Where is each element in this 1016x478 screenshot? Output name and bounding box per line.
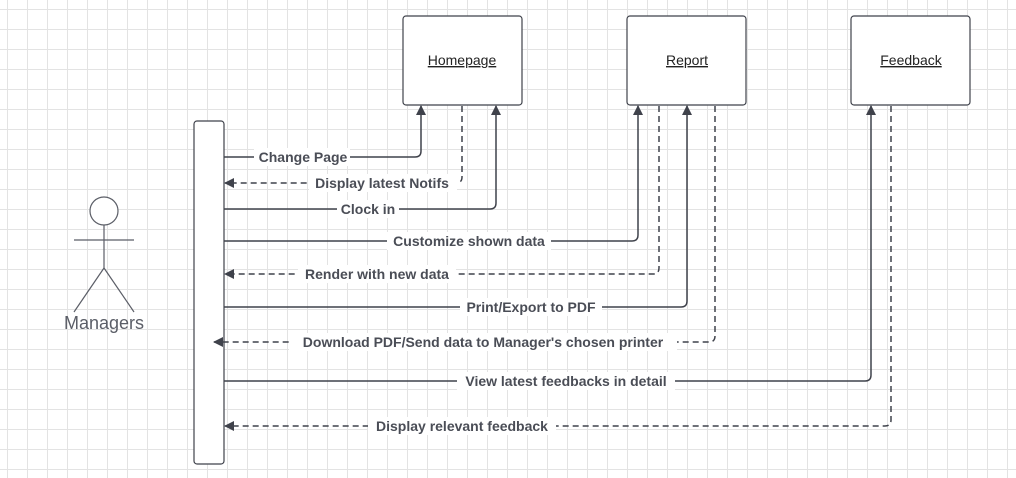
message-label: Display relevant feedback [376,418,548,434]
message-print-export-to-pdf[interactable]: Print/Export to PDF [224,105,692,316]
label-backdrop [368,417,556,435]
message-label: Change Page [259,149,348,165]
lifeline-label: Report [666,52,708,68]
message-connector [224,106,892,431]
message-connector [224,105,876,382]
message-label: Download PDF/Send data to Manager's chos… [303,334,664,350]
lifeline-label: Feedback [880,52,942,68]
label-backdrop [309,174,457,192]
actor-managers[interactable]: Managers [64,196,144,333]
message-display-relevant-feedback[interactable]: Display relevant feedback [224,106,892,435]
actor-left-leg [73,267,105,313]
message-display-latest-notifs[interactable]: Display latest Notifs [224,106,463,192]
message-connector [213,106,716,347]
lifeline-feedback[interactable]: Feedback [850,15,971,106]
message-label: Clock in [341,201,395,217]
message-connector [224,105,692,308]
message-connector [224,105,643,242]
label-backdrop [254,148,350,166]
actor-label: Managers [64,313,144,333]
message-label: Display latest Notifs [315,175,449,191]
lifeline-label: Homepage [428,52,497,68]
message-label: Render with new data [305,266,449,282]
message-connector [224,106,660,279]
message-clock-in[interactable]: Clock in [224,105,501,218]
message-label: Customize shown data [393,233,545,249]
message-connector [224,105,501,210]
actor-activation-bar[interactable] [193,120,225,465]
label-backdrop [387,232,551,250]
label-backdrop [337,200,399,218]
lifeline-homepage[interactable]: Homepage [402,15,523,106]
lifeline-report[interactable]: Report [626,15,747,106]
message-label: Print/Export to PDF [466,299,596,315]
message-download-pdf[interactable]: Download PDF/Send data to Manager's chos… [213,106,716,351]
actor-head [89,196,119,226]
message-label: View latest feedbacks in detail [465,373,666,389]
label-backdrop [457,372,675,390]
actor-right-leg [103,267,135,313]
label-backdrop [298,265,456,283]
message-customize-shown-data[interactable]: Customize shown data [224,105,643,250]
message-change-page[interactable]: Change Page [224,105,426,166]
lifeline-box [402,15,523,106]
message-render-with-new-data[interactable]: Render with new data [224,106,660,283]
label-backdrop [460,298,602,316]
lifeline-box [850,15,971,106]
message-connector [224,105,426,158]
message-view-latest-feedbacks[interactable]: View latest feedbacks in detail [224,105,876,390]
message-connector [224,106,463,188]
label-backdrop [289,333,677,351]
